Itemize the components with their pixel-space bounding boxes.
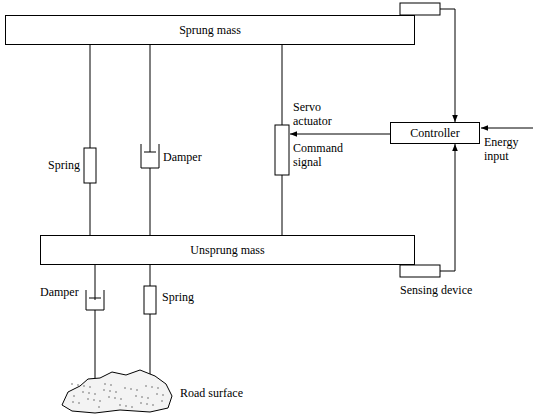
sensor-symbol bbox=[400, 3, 440, 15]
road-dot bbox=[99, 400, 101, 402]
part-label: Energy input bbox=[484, 135, 532, 163]
road-surface bbox=[62, 370, 172, 413]
road-dot bbox=[136, 389, 138, 391]
damper-cylinder bbox=[141, 144, 159, 168]
damper-rod bbox=[150, 45, 151, 152]
road-dot bbox=[124, 387, 126, 389]
road-dot bbox=[131, 406, 133, 408]
road-dot bbox=[98, 406, 100, 408]
part-label: Damper bbox=[40, 285, 79, 299]
part-label: Servo actuator bbox=[293, 100, 355, 128]
road-dot bbox=[103, 389, 105, 391]
damper-piston bbox=[144, 152, 156, 153]
road-dot bbox=[83, 385, 85, 387]
spring-symbol bbox=[144, 286, 156, 314]
road-dot bbox=[147, 397, 149, 399]
damper-rod bbox=[95, 265, 96, 300]
road-dot bbox=[135, 395, 137, 397]
mass-box: Sprung mass bbox=[5, 15, 415, 45]
road-dot bbox=[72, 401, 74, 403]
spring-rod bbox=[150, 265, 151, 286]
part-label: Damper bbox=[163, 150, 202, 164]
node-label: Unsprung mass bbox=[190, 243, 264, 257]
road-dot bbox=[109, 390, 111, 392]
road-dot bbox=[73, 395, 75, 397]
road-dot bbox=[110, 384, 112, 386]
road-dot bbox=[141, 396, 143, 398]
actuator-rod bbox=[282, 175, 283, 235]
spring-rod bbox=[150, 314, 151, 376]
part-label: Road surface bbox=[180, 386, 243, 400]
road-dot bbox=[130, 388, 132, 390]
road-dot bbox=[140, 402, 142, 404]
road-dot bbox=[156, 393, 158, 395]
road-dot bbox=[82, 391, 84, 393]
road-dot bbox=[119, 404, 121, 406]
road-dot bbox=[151, 386, 153, 388]
sensor-symbol bbox=[400, 265, 440, 277]
road-dot bbox=[114, 397, 116, 399]
road-dot bbox=[146, 403, 148, 405]
road-dot bbox=[71, 383, 73, 385]
command-arrow bbox=[290, 134, 390, 135]
road-dot bbox=[120, 398, 122, 400]
node-label: Sprung mass bbox=[179, 23, 241, 37]
controller-box: Controller bbox=[390, 122, 480, 144]
damper-cylinder bbox=[86, 290, 104, 310]
road-dot bbox=[108, 396, 110, 398]
sensor-signal-line bbox=[440, 144, 455, 271]
servo-actuator-symbol bbox=[275, 125, 289, 175]
road-dot bbox=[161, 400, 163, 402]
road-dot bbox=[78, 402, 80, 404]
road-dot bbox=[157, 387, 159, 389]
road-dot bbox=[77, 384, 79, 386]
road-dot bbox=[93, 399, 95, 401]
road-texture bbox=[71, 383, 164, 408]
spring-rod bbox=[90, 45, 91, 148]
damper-rod bbox=[95, 310, 96, 378]
road-dot bbox=[162, 394, 164, 396]
mass-box: Unsprung mass bbox=[40, 235, 415, 265]
actuator-rod bbox=[282, 45, 283, 125]
damper-piston bbox=[89, 298, 101, 299]
part-label: Spring bbox=[48, 158, 80, 172]
road-dot bbox=[152, 404, 154, 406]
road-dot bbox=[125, 405, 127, 407]
damper-rod bbox=[150, 168, 151, 235]
road-dot bbox=[88, 392, 90, 394]
spring-symbol bbox=[84, 148, 96, 183]
part-label: Spring bbox=[162, 290, 194, 304]
road-dot bbox=[115, 391, 117, 393]
energy-arrow bbox=[481, 128, 533, 129]
part-label: Sensing device bbox=[400, 283, 472, 297]
node-label: Controller bbox=[410, 126, 459, 140]
spring-rod bbox=[90, 183, 91, 235]
road-dot bbox=[145, 385, 147, 387]
part-label: Command signal bbox=[293, 141, 355, 169]
sensor-signal-line bbox=[440, 9, 455, 122]
road-dot bbox=[94, 393, 96, 395]
road-dot bbox=[104, 383, 106, 385]
road-dot bbox=[89, 386, 91, 388]
road-dot bbox=[87, 398, 89, 400]
